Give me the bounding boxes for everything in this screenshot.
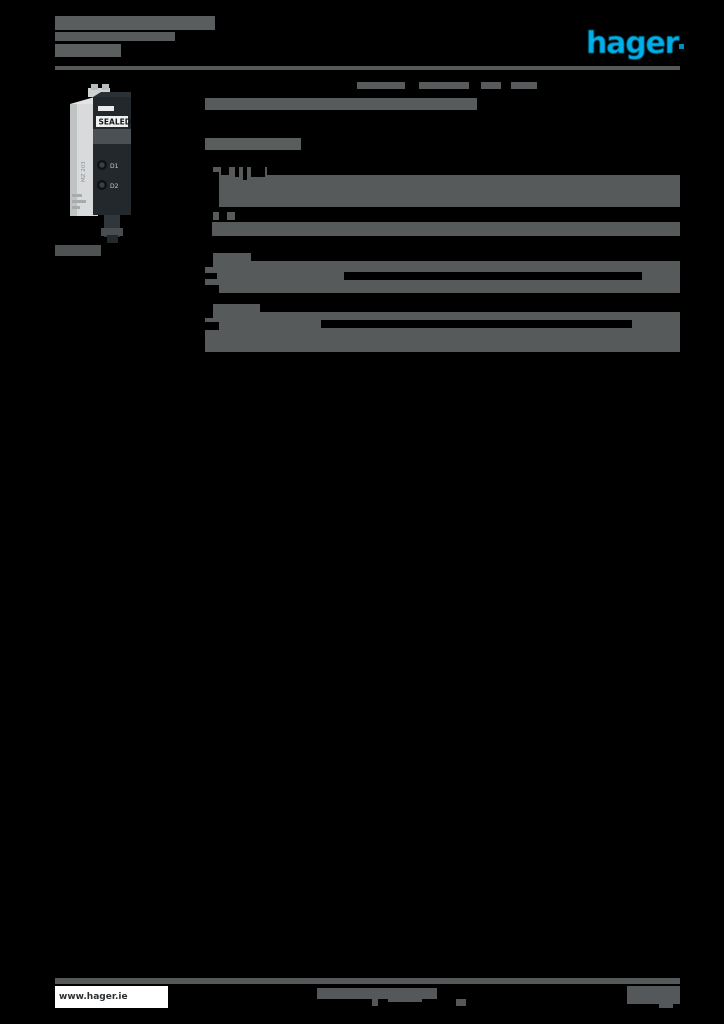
footer-center-mark [372,999,378,1006]
header-title-block [55,16,225,57]
page-header: hager [55,16,684,68]
main-content [205,82,680,352]
hager-logo-text: hager [586,26,679,61]
header-title-line-3 [55,44,121,57]
footer-website-text: www.hager.ie [59,992,128,1002]
trademark-icon [679,44,684,49]
svg-text:SEALED: SEALED [99,118,131,127]
table-block-3 [205,304,680,352]
header-divider [55,66,680,70]
document-subtitle [205,138,301,150]
footer-center-text-2 [388,988,422,1002]
footer-right-text-2 [659,1000,673,1008]
table-row[interactable] [205,212,680,220]
table-block-2 [205,253,680,293]
table-block-1 [205,167,680,244]
table-row[interactable] [205,222,680,244]
table-row[interactable] [205,304,680,312]
table-row[interactable] [205,253,680,261]
svg-text:MZ 203: MZ 203 [81,161,87,182]
footer-right-text [627,986,680,1004]
header-title-line-1 [55,16,215,30]
footer-divider [55,978,680,984]
doc-title-ascenders [205,82,537,89]
table-row[interactable] [205,167,680,207]
product-photo: SEALED D1 D2 MZ 203 [70,84,131,243]
footer-center-text [317,988,437,999]
table-row[interactable] [205,312,680,330]
table-row-divider [205,207,680,212]
table-row-divider [205,220,680,222]
product-figure: SEALED D1 D2 MZ 203 [55,82,175,257]
svg-text:D2: D2 [110,183,119,190]
table-row[interactable] [205,330,680,352]
document-title [205,98,477,110]
product-caption [55,245,101,256]
header-title-line-2 [55,32,175,41]
page-footer: www.hager.ie [55,978,680,1012]
table-row[interactable] [205,261,680,293]
svg-text:D1: D1 [110,163,119,170]
footer-center-mark-2 [456,999,466,1006]
hager-logo[interactable]: hager [586,26,684,61]
footer-website-link[interactable]: www.hager.ie [55,986,168,1008]
